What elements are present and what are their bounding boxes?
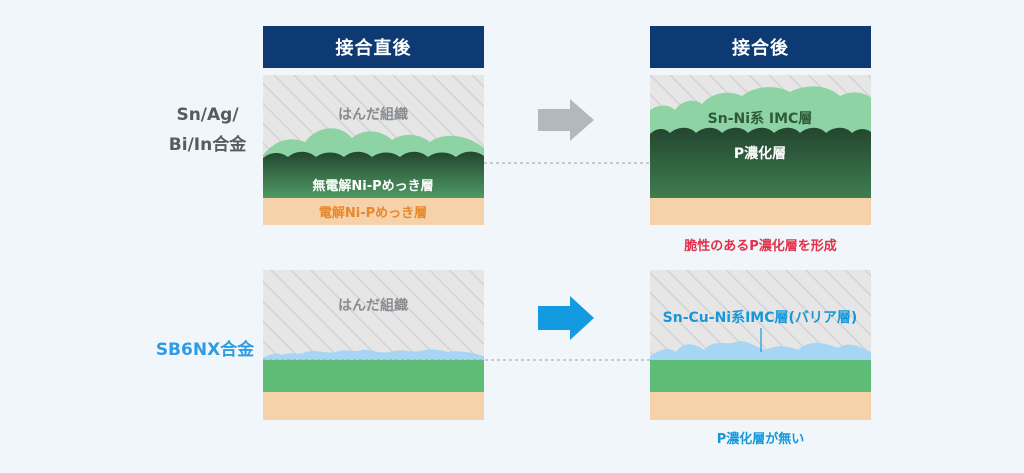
alloy-label-sb6nx: SB6NX合金 [150, 335, 260, 365]
row2-before-panel: はんだ組織 [263, 270, 484, 420]
note-no-p-rich: P濃化層が無い [716, 432, 805, 447]
barrier-imc-label: Sn-Cu-Ni系IMC層(バリア層) [663, 309, 858, 326]
header-before: 接合直後 [263, 26, 484, 68]
nip-label: 無電解Ni-Pめっき層 [312, 178, 433, 194]
row1-after-panel: Sn-Ni系 IMC層 P濃化層 [650, 75, 871, 225]
alloy-label-line-1: Sn/Ag/ [176, 105, 239, 125]
note-p-rich-forms: 脆性のあるP濃化層を形成 [684, 239, 837, 254]
substrate-layer [263, 198, 484, 225]
alloy-label-snagbiin: Sn/Ag/ Bi/In合金 [160, 100, 255, 160]
row2-after-panel: Sn-Cu-Ni系IMC層(バリア層) [650, 270, 871, 420]
p-rich-layer [650, 127, 871, 198]
nip-electroless-layer [263, 151, 484, 198]
solder-label: はんだ組織 [338, 106, 408, 123]
substrate-layer [263, 392, 484, 420]
solder-label: はんだ組織 [338, 297, 408, 314]
substrate-layer [650, 392, 871, 420]
right-arrow-gray-icon [538, 99, 594, 141]
substrate-label: 電解Ni-Pめっき層 [319, 205, 427, 221]
imc-label: Sn-Ni系 IMC層 [708, 110, 813, 127]
header-after: 接合後 [650, 26, 871, 68]
p-rich-label: P濃化層 [734, 145, 786, 162]
substrate-layer [650, 198, 871, 225]
nip-layer [650, 360, 871, 392]
right-arrow-blue-icon [538, 296, 594, 340]
imc-thin-layer [263, 349, 484, 362]
nip-layer [263, 360, 484, 392]
row1-before-panel: はんだ組織 無電解Ni-Pめっき層 電解Ni-Pめっき層 [263, 75, 484, 225]
alloy-label-line-2: Bi/In合金 [168, 135, 247, 155]
alloy-label-line-1: SB6NX合金 [155, 340, 255, 360]
